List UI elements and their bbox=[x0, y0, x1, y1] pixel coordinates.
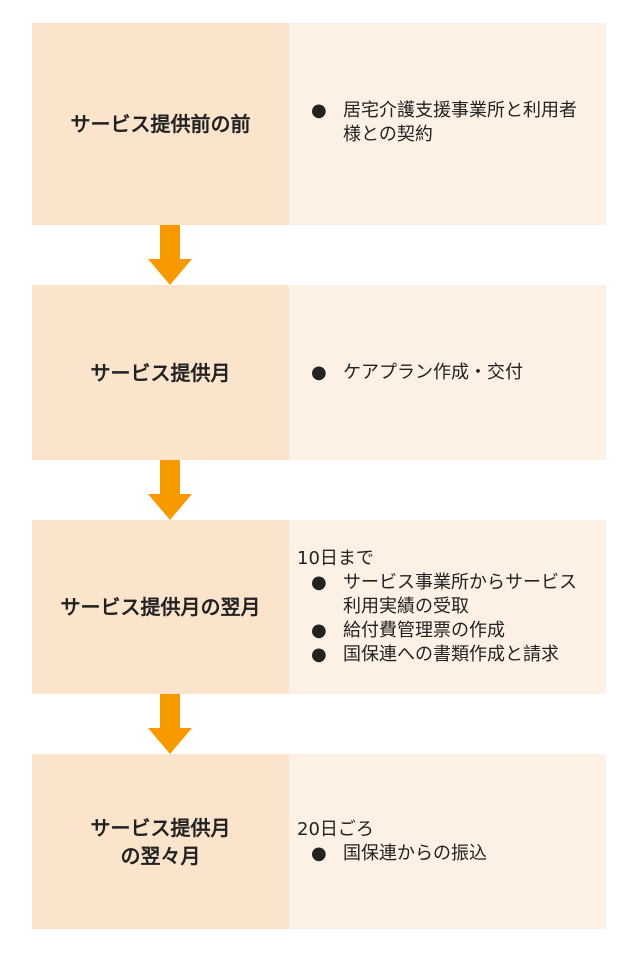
stage-body: 10日まで ●サービス事業所からサービス利用実績の受取 ●給付費管理票の作成 ●… bbox=[289, 520, 606, 694]
list-item: ●サービス事業所からサービス利用実績の受取 bbox=[297, 571, 606, 619]
stage-body: ●ケアプラン作成・交付 bbox=[289, 285, 606, 460]
stage-3: サービス提供月の翌月 10日まで ●サービス事業所からサービス利用実績の受取 ●… bbox=[32, 520, 606, 694]
bullet-icon: ● bbox=[311, 572, 327, 593]
list-item: ●国保連からの振込 bbox=[297, 842, 606, 866]
stage-body: 20日ごろ ●国保連からの振込 bbox=[289, 754, 606, 929]
bullet-icon: ● bbox=[311, 620, 327, 641]
arrow-down-icon bbox=[148, 225, 192, 285]
arrow-down-icon bbox=[148, 460, 192, 520]
bullet-icon: ● bbox=[311, 100, 327, 121]
list-item: ●ケアプラン作成・交付 bbox=[297, 361, 606, 385]
deadline-note: 10日まで bbox=[297, 548, 374, 569]
stage-title: サービス提供月 bbox=[32, 285, 289, 460]
bullet-icon: ● bbox=[311, 644, 327, 665]
stage-title: サービス提供月 の翌々月 bbox=[32, 754, 289, 929]
list-item: ●国保連への書類作成と請求 bbox=[297, 643, 606, 667]
stage-title: サービス提供前の前 bbox=[32, 23, 289, 225]
arrow-down-icon bbox=[148, 694, 192, 754]
stage-2: サービス提供月 ●ケアプラン作成・交付 bbox=[32, 285, 606, 460]
list-item: ●給付費管理票の作成 bbox=[297, 619, 606, 643]
stage-title: サービス提供月の翌月 bbox=[32, 520, 289, 694]
stage-4: サービス提供月 の翌々月 20日ごろ ●国保連からの振込 bbox=[32, 754, 606, 929]
stage-1: サービス提供前の前 ●居宅介護支援事業所と利用者様との契約 bbox=[32, 23, 606, 225]
deadline-note: 20日ごろ bbox=[297, 818, 374, 840]
bullet-icon: ● bbox=[311, 361, 327, 383]
list-item: ●居宅介護支援事業所と利用者様との契約 bbox=[297, 99, 606, 147]
bullet-icon: ● bbox=[311, 842, 327, 864]
stage-body: ●居宅介護支援事業所と利用者様との契約 bbox=[289, 23, 606, 225]
